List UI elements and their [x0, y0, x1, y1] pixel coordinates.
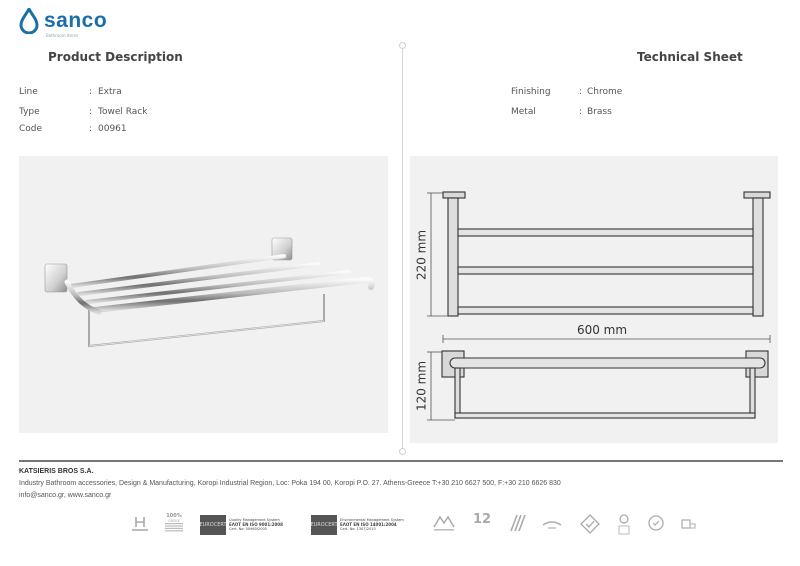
- spec-row-line: Line : Extra: [19, 87, 219, 97]
- divider-bottom-dot: [399, 448, 406, 455]
- brand-name: sanco: [44, 9, 108, 32]
- footer-divider: [19, 460, 783, 462]
- cert-text: Quality Management System ΕΛΟΤ EN ISO 90…: [229, 518, 283, 532]
- sanco-logo: sanco Bathroom Items: [16, 4, 126, 38]
- bulb-icon: [612, 513, 636, 537]
- towel-rack-technical-drawing: 220 mm 600 mm 120 mm: [415, 191, 771, 421]
- spec-key: Line: [19, 87, 38, 97]
- spec-separator: :: [89, 87, 93, 97]
- cert-text: Environmental Management System ΕΛΟΤ EN …: [340, 518, 404, 532]
- spec-row-finishing: Finishing : Chrome: [511, 87, 711, 97]
- greek-flag-badge-icon: 100% GREEK: [162, 513, 186, 537]
- spec-separator: :: [579, 107, 583, 117]
- spec-key: Type: [19, 107, 40, 117]
- company-name: KATSIERIS BROS S.A.: [19, 468, 94, 475]
- company-contact[interactable]: info@sanco.gr, www.sanco.gr: [19, 492, 112, 499]
- width-dimension-label: 600 mm: [577, 323, 627, 337]
- chrome-finish-icon: [504, 513, 528, 537]
- brand-tagline: Bathroom Items: [46, 33, 79, 38]
- spec-value: Chrome: [587, 87, 623, 97]
- center-divider: [402, 45, 403, 452]
- spec-value: 00961: [98, 124, 127, 134]
- technical-drawing: 220 mm 600 mm 120 mm: [410, 156, 778, 443]
- spec-separator: :: [579, 87, 583, 97]
- spec-row-metal: Metal : Brass: [511, 107, 711, 117]
- iso-9001-certificate: EUROCERT Quality Management System ΕΛΟΤ …: [199, 514, 283, 536]
- divider-top-dot: [399, 42, 406, 49]
- height-dimension-label: 220 mm: [415, 230, 429, 280]
- technical-sheet-title: Technical Sheet: [637, 50, 743, 64]
- eurocert-badge: EUROCERT: [199, 515, 227, 535]
- spec-separator: :: [89, 107, 93, 117]
- depth-dimension-label: 120 mm: [415, 361, 429, 411]
- recycle-icon: [644, 513, 668, 537]
- warranty-years-text: 12: [472, 512, 492, 527]
- towel-rack-illustration: [44, 237, 375, 348]
- spec-row-type: Type : Towel Rack: [19, 107, 219, 117]
- product-photo: [19, 156, 388, 433]
- warranty-12-years-icon: 12: [470, 513, 494, 537]
- spec-value: Towel Rack: [98, 107, 148, 117]
- spec-row-code: Code : 00961: [19, 124, 219, 134]
- greek-100-text: 100%: [166, 513, 182, 519]
- hotel-icon: [128, 513, 152, 537]
- easy-install-icon: [578, 513, 602, 537]
- design-icon: [432, 513, 456, 537]
- eurocert-badge: EUROCERT: [310, 515, 338, 535]
- spec-value: Brass: [587, 107, 612, 117]
- shine-icon: [540, 513, 564, 537]
- iso-14001-certificate: EUROCERT Environmental Management System…: [310, 514, 404, 536]
- company-address: Industry Bathroom accessories, Design & …: [19, 480, 561, 487]
- spec-separator: :: [89, 124, 93, 134]
- spec-value: Extra: [98, 87, 122, 97]
- spec-key: Finishing: [511, 87, 551, 97]
- greek-sub-text: GREEK: [168, 519, 180, 523]
- product-description-title: Product Description: [48, 50, 183, 64]
- spec-key: Metal: [511, 107, 536, 117]
- water-drop-logo-icon: [19, 8, 39, 34]
- spec-key: Code: [19, 124, 43, 134]
- packaging-icon: [676, 513, 700, 537]
